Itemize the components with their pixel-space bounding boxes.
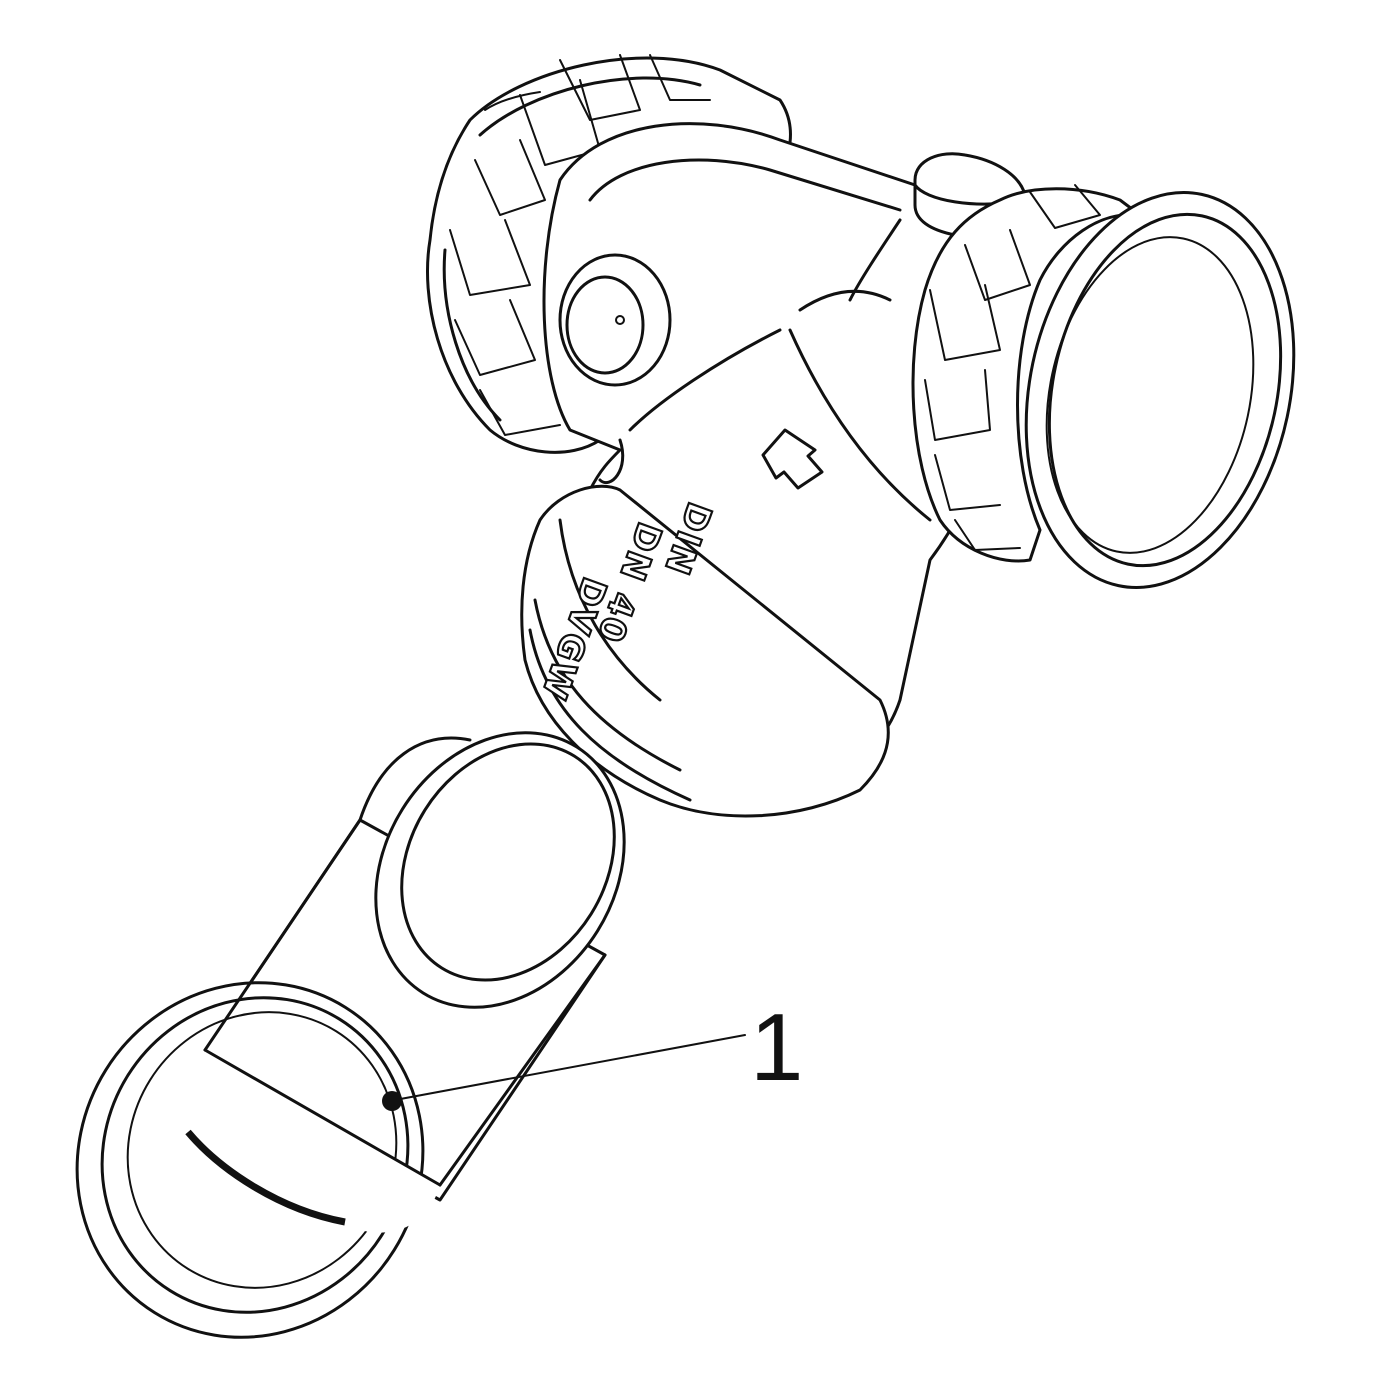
flow-direction-arrow-icon [761, 428, 824, 490]
drain-plug [558, 253, 672, 387]
outlet-connection [1024, 191, 1296, 589]
callout-leader-line [394, 1034, 746, 1101]
strainer-insert [75, 731, 626, 1339]
strainer-socket [520, 484, 890, 818]
callout-dot [382, 1091, 402, 1111]
callout-number: 1 [750, 994, 803, 1101]
callout-1: 1 [382, 994, 803, 1111]
strainer-valve-housing: DIN DN 40 DVGW [426, 54, 1296, 818]
